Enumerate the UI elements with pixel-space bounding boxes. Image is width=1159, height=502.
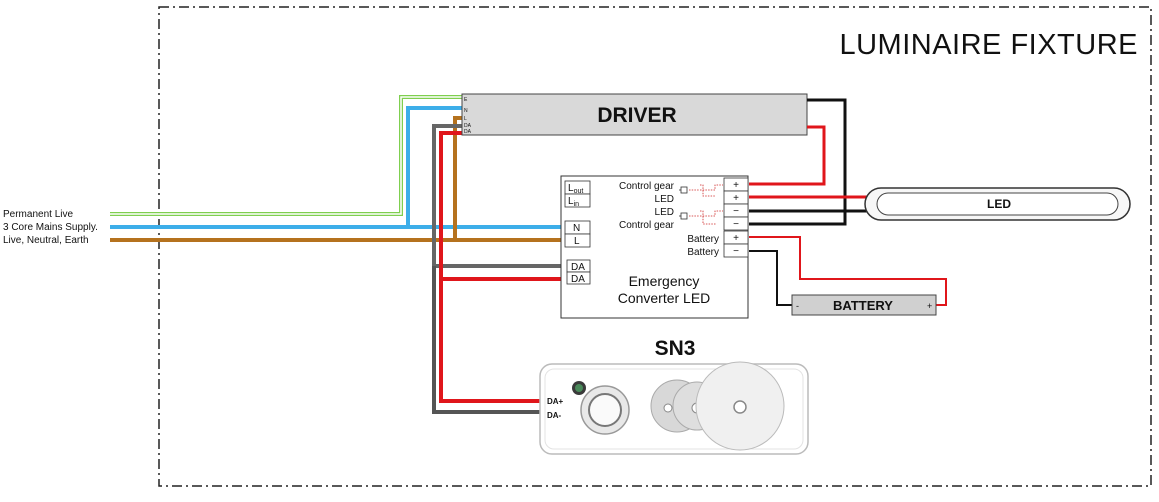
converter-terminal-da1: DA xyxy=(566,259,591,273)
conv-label-led-1: LED xyxy=(655,194,674,205)
converter-box xyxy=(560,175,749,319)
term-sign-5: + xyxy=(733,233,739,244)
converter-terminal-n: N xyxy=(564,220,591,235)
dali-pos-wire xyxy=(439,131,562,281)
supply-label-line1: Permanent Live xyxy=(3,209,73,220)
driver-pin-da1: DA xyxy=(464,123,472,129)
driver-pins: E N L DA DA xyxy=(464,97,472,135)
term-sign-6: − xyxy=(733,246,739,257)
battery-neg-wire xyxy=(749,250,793,306)
led-module xyxy=(864,187,1131,221)
battery-label: BATTERY xyxy=(833,298,893,313)
driver-pin-da2: DA xyxy=(464,129,472,135)
battery-pos-wire xyxy=(749,236,947,306)
svg-text:Lin: Lin xyxy=(568,196,579,208)
conv-label-battery-1: Battery xyxy=(687,234,719,245)
fixture-title: LUMINAIRE FIXTURE xyxy=(839,29,1138,61)
svg-text:L: L xyxy=(574,236,580,247)
driver-box xyxy=(461,93,808,136)
conv-label-control-gear-1: Control gear xyxy=(619,181,675,192)
svg-text:DA: DA xyxy=(571,274,585,285)
converter-terminal-da2: DA xyxy=(566,271,591,285)
converter-title-line1: Emergency xyxy=(629,273,700,289)
term-sign-4: − xyxy=(733,219,739,230)
earth-wire xyxy=(110,95,462,216)
converter-right-terminals: + + − − + − xyxy=(723,177,749,258)
driver-output-black xyxy=(749,98,847,226)
neutral-wire-driver xyxy=(406,106,462,227)
driver-title: DRIVER xyxy=(597,104,676,127)
term-sign-2: + xyxy=(733,193,739,204)
term-sign-1: + xyxy=(733,180,739,191)
supply-label-line2: 3 Core Mains Supply. xyxy=(3,222,98,233)
svg-text:N: N xyxy=(573,223,580,234)
conv-label-battery-2: Battery xyxy=(687,247,719,258)
dali-neg-wire-sensor xyxy=(432,266,545,414)
driver-pin-l: L xyxy=(464,116,467,122)
battery-neg-sign: - xyxy=(796,301,799,311)
dali-pos-wire-sensor xyxy=(439,279,545,403)
sensor-da-plus: DA+ xyxy=(547,397,564,406)
battery-box xyxy=(791,294,937,316)
svg-text:Lout: Lout xyxy=(568,183,583,195)
led-label: LED xyxy=(987,197,1011,211)
sensor-lens-icon xyxy=(650,361,785,451)
live-wire-driver xyxy=(453,116,462,240)
converter-terminal-lin: Lin xyxy=(564,193,591,208)
svg-text:DA: DA xyxy=(571,262,585,273)
term-sign-3: − xyxy=(733,206,739,217)
driver-pin-n: N xyxy=(464,108,468,114)
supply-label-line3: Live, Neutral, Earth xyxy=(3,235,89,246)
sensor-indicator-icon xyxy=(572,381,586,395)
converter-title-line2: Converter LED xyxy=(618,290,711,306)
conv-label-led-2: LED xyxy=(655,207,674,218)
conv-label-control-gear-2: Control gear xyxy=(619,220,675,231)
relay-switch-icon xyxy=(679,184,723,225)
sensor-button-icon xyxy=(580,385,630,435)
sensor-da-minus: DA- xyxy=(547,411,562,420)
dali-neg-wire xyxy=(432,124,562,268)
converter-terminal-l: L xyxy=(564,233,591,248)
driver-pin-e: E xyxy=(464,97,468,103)
sensor-title: SN3 xyxy=(655,337,696,360)
battery-pos-sign: + xyxy=(927,301,932,311)
driver-output-red xyxy=(749,125,826,186)
fixture-boundary xyxy=(158,6,1152,487)
converter-terminal-lout: Lout xyxy=(564,180,591,195)
